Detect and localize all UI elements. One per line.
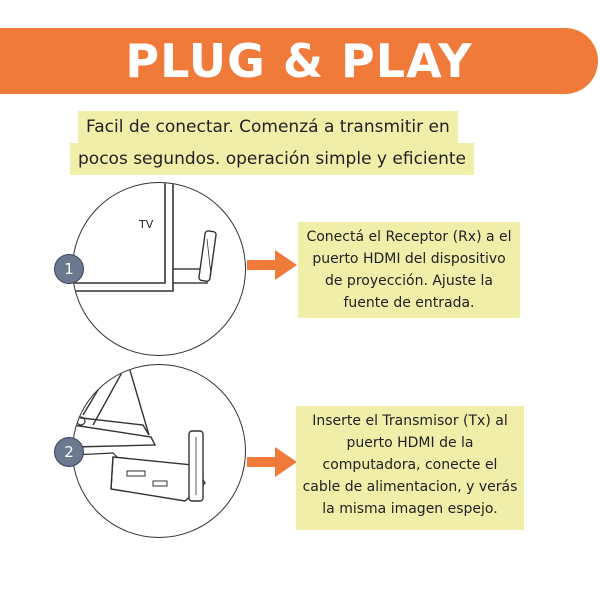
step2-description: Inserte el Transmisor (Tx) al puerto HDM…: [296, 406, 524, 530]
step1-illustration: TV: [72, 182, 246, 356]
page-title: PLUG & PLAY: [125, 34, 473, 88]
title-banner: PLUG & PLAY: [0, 28, 598, 94]
tv-label: TV: [139, 218, 154, 231]
step2-badge: 2: [54, 437, 84, 467]
intro-line-2: pocos segundos. operación simple y efici…: [70, 143, 474, 175]
intro-line-1: Facil de conectar. Comenzá a transmitir …: [78, 111, 458, 143]
arrow-right-icon: [247, 447, 297, 477]
laptop-transmitter-drawing: [73, 365, 206, 502]
tv-receiver-drawing: [73, 183, 217, 292]
step1-description: Conectá el Receptor (Rx) a el puerto HDM…: [298, 222, 520, 318]
step2-illustration: [72, 364, 246, 538]
step1-badge: 1: [54, 254, 84, 284]
arrow-right-icon: [247, 250, 297, 280]
